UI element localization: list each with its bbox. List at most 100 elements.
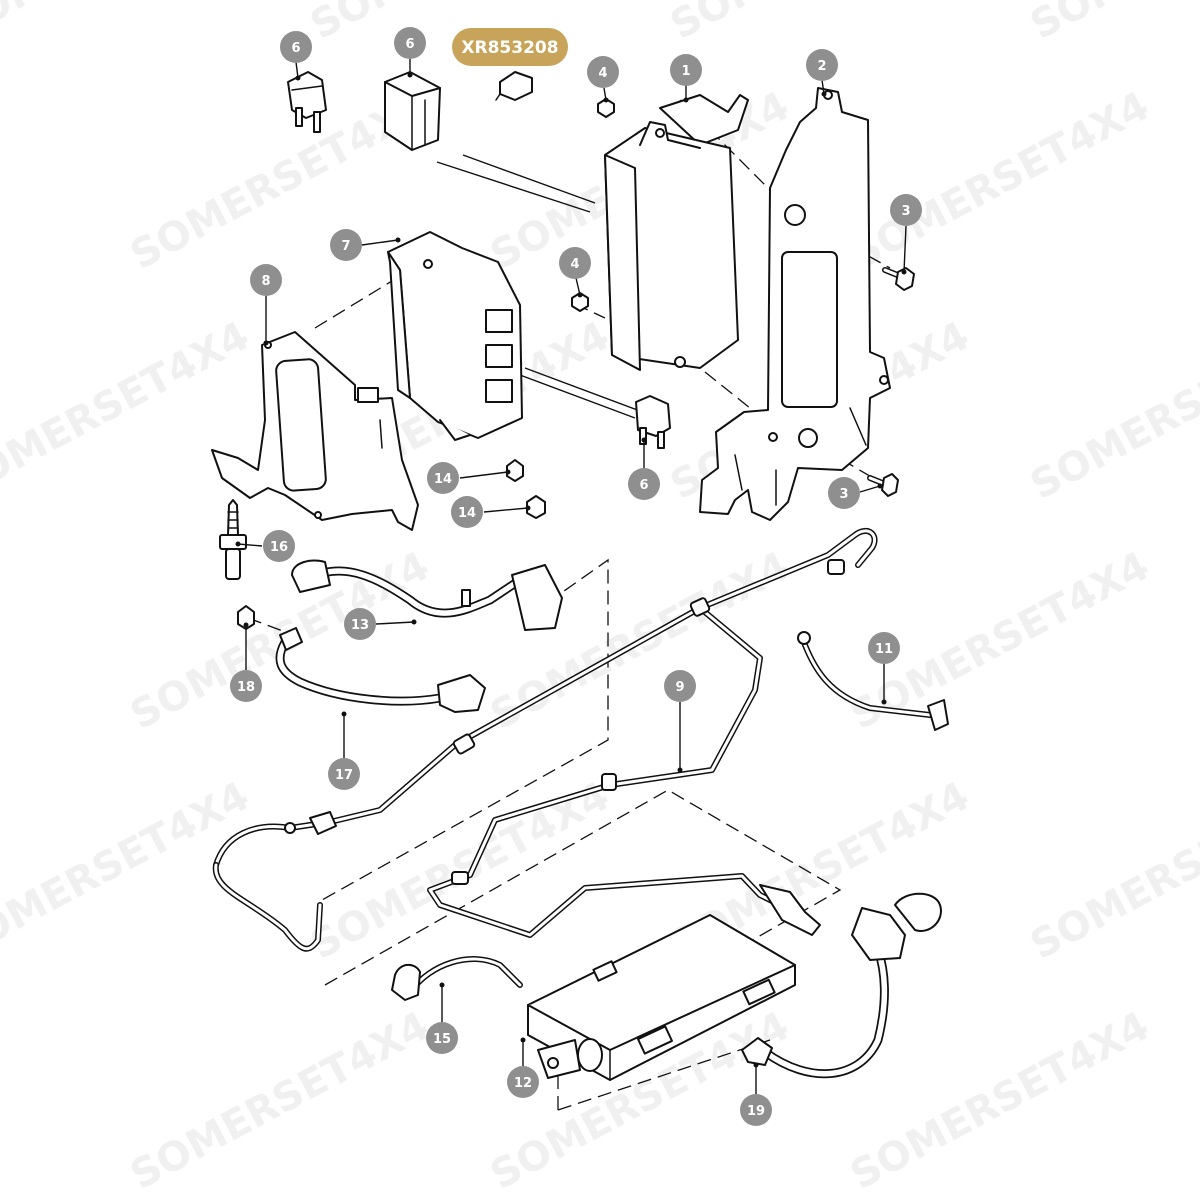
module-12-connector (592, 960, 618, 982)
callout-c2[interactable]: 2 (806, 49, 838, 81)
cable-part-17 (275, 627, 486, 713)
callout-label: 4 (598, 66, 607, 81)
module-7-connector (485, 379, 513, 403)
cable-19-connector (894, 892, 942, 932)
callout-label: 12 (514, 1076, 532, 1091)
bracket-hole (879, 375, 889, 385)
callout-c8[interactable]: 8 (250, 264, 282, 296)
harness-clip (689, 597, 711, 617)
harness-clip (452, 733, 476, 755)
fuse-blade (639, 427, 647, 445)
relay-part-5 (384, 71, 441, 151)
module-12-foot (537, 1039, 581, 1079)
callout-label: 15 (433, 1032, 451, 1047)
cable-13-stud (461, 589, 471, 607)
cable-11-eyelet (797, 631, 811, 645)
cable-19-lug (741, 1037, 773, 1066)
callout-label: 3 (839, 487, 848, 502)
watermark-text: SOMERSET4X4 (1023, 313, 1200, 509)
nut-part-14 (526, 495, 546, 519)
callout-c4a[interactable]: 4 (587, 56, 619, 88)
harness-connector (309, 811, 337, 835)
cable-11-terminal (927, 699, 949, 731)
callout-c3b[interactable]: 3 (828, 477, 860, 509)
callout-c11[interactable]: 11 (868, 632, 900, 664)
module-7-connector (485, 309, 513, 333)
fuse-part-6-mid (635, 395, 671, 449)
module-hole (674, 356, 686, 368)
bracket-8-hole (314, 511, 322, 519)
callout-label: 3 (901, 204, 910, 219)
cable-17-lug (279, 627, 303, 651)
module-7-hole (423, 259, 433, 269)
watermark-text: SOMERSET4X4 (843, 1003, 1157, 1199)
callout-label: 4 (570, 257, 579, 272)
cable-13-connector (511, 564, 563, 631)
part-number-badge-bg (452, 28, 568, 66)
connector-body (499, 71, 533, 101)
callout-label: 1 (681, 64, 690, 79)
module-7-connector (485, 344, 513, 368)
fasteners (219, 98, 915, 630)
guide-line (462, 154, 596, 204)
module-12-port (577, 1038, 603, 1072)
callout-label: 14 (434, 472, 452, 487)
harness-eyelet (284, 822, 296, 834)
guide-line (436, 161, 591, 213)
watermark-text: SOMERSET4X4 (663, 0, 977, 49)
bracket-cutout (781, 251, 838, 408)
fuse-blade (657, 431, 665, 449)
mounting-bracket-part-2 (699, 87, 891, 521)
guide-line (321, 558, 609, 901)
guide-line (704, 371, 781, 433)
bracket-8-slot (379, 419, 383, 449)
cable-15-boot (391, 963, 421, 1001)
watermark-text: SOMERSET4X4 (123, 543, 437, 739)
callout-c6a[interactable]: 6 (280, 31, 312, 63)
callout-c19[interactable]: 19 (740, 1094, 772, 1126)
guide-line (519, 374, 636, 419)
part-number-badge[interactable]: XR853208 (452, 28, 568, 66)
watermark-text: SOMERSET4X4 (843, 83, 1157, 279)
harness-clip (451, 871, 469, 885)
callout-label: 19 (747, 1104, 765, 1119)
callout-c5[interactable]: 6 (394, 27, 426, 59)
module-12-connector (637, 1025, 673, 1055)
cable-part-19 (741, 892, 942, 1079)
watermark-text: SOMERSET4X4 (1023, 0, 1200, 49)
bracket-hole (768, 432, 778, 442)
callout-c3a[interactable]: 3 (890, 194, 922, 226)
connector-pin (495, 93, 501, 101)
callout-c17[interactable]: 17 (328, 758, 360, 790)
callout-c15[interactable]: 15 (426, 1022, 458, 1054)
fuse-body (287, 71, 327, 119)
part-number-text: XR853208 (461, 38, 558, 58)
callout-c13[interactable]: 13 (344, 608, 376, 640)
callout-c9[interactable]: 9 (664, 670, 696, 702)
callout-c14a[interactable]: 14 (427, 462, 459, 494)
bracket-edge (849, 407, 867, 446)
callout-c1[interactable]: 1 (670, 54, 702, 86)
callout-label: 14 (458, 506, 476, 521)
watermark-text: SOMERSET4X4 (0, 0, 257, 49)
callout-c18[interactable]: 18 (230, 670, 262, 702)
module-12-hole (547, 1057, 559, 1069)
callout-c6b[interactable]: 6 (628, 468, 660, 500)
harness-plug (759, 884, 821, 936)
callout-c16[interactable]: 16 (263, 530, 295, 562)
fuse-part-6-top (287, 71, 327, 133)
leader-lines (235, 58, 907, 1094)
bolt-part-3-top (882, 267, 915, 291)
bracket-8-stud (357, 387, 379, 403)
callout-c14b[interactable]: 14 (451, 496, 483, 528)
callout-label: 9 (675, 680, 684, 695)
callout-c12[interactable]: 12 (507, 1066, 539, 1098)
bracket-8-window (275, 358, 327, 492)
callout-c7[interactable]: 7 (330, 229, 362, 261)
cable-17-terminal (437, 674, 486, 713)
bolt-part-3-bottom (867, 473, 899, 497)
callout-label: 17 (335, 768, 353, 783)
watermark-text: SOMERSET4X4 (0, 313, 257, 509)
callout-c4b[interactable]: 4 (559, 247, 591, 279)
stud-part-16 (219, 499, 247, 580)
